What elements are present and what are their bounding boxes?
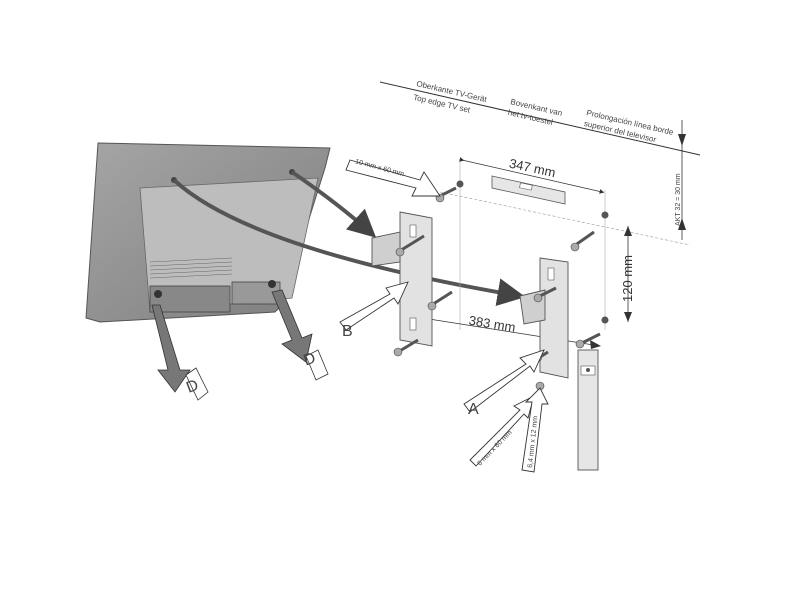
mount-hole-top-left: [456, 180, 464, 188]
callout-a: A: [463, 349, 545, 418]
width-bottom-label: 383 mm: [468, 313, 517, 335]
label-d-right: D: [301, 350, 318, 370]
tv-stand-mount-left: [154, 290, 162, 298]
screw-a-right: [575, 332, 601, 349]
screw-b-lower: [393, 338, 419, 357]
screw-b-mid: [395, 234, 425, 257]
mounting-plan: 347 mm 120 mm 383 mm: [406, 156, 635, 349]
height-right-label: 120 mm: [620, 255, 635, 302]
tv-back-panel: [139, 177, 319, 313]
width-top-dimension: [459, 157, 605, 194]
arrow-d-right: D: [271, 289, 329, 381]
arrow-hook-left-to-bracket-b: [290, 170, 377, 238]
spirit-level: [491, 175, 566, 205]
tv-vent-grille: [149, 257, 233, 279]
top-edge-projection-line: [439, 191, 691, 246]
bracket-b: [371, 186, 457, 357]
screw-a-mid: [533, 286, 557, 303]
callout-screw-bottom-b: 6,4 mm x 12 mm: [521, 387, 549, 473]
tv-set: [85, 142, 331, 323]
arrow-hook-right-to-bracket-a: [172, 178, 526, 307]
bracket-a: [519, 230, 601, 391]
top-edge-reference-line: [379, 81, 701, 156]
screw-a-top: [570, 230, 595, 252]
tv-stand-mount-right: [268, 280, 276, 288]
tv-connector-block: [149, 285, 231, 313]
mount-hole-bottom-right: [601, 316, 609, 324]
callout-screw-top: 10 mm x 60 mm: [345, 158, 441, 197]
vertical-offset-label: AKT 32 = 30 mm: [675, 173, 682, 226]
screw-b-bottom: [427, 290, 453, 311]
mounting-strip: [577, 349, 599, 471]
mount-hole-top-right: [601, 211, 609, 219]
arrow-d-left: D: [151, 304, 209, 401]
callout-b: B: [339, 281, 409, 340]
label-b: B: [342, 323, 353, 340]
label-a: A: [468, 401, 479, 418]
label-d-left: D: [184, 377, 201, 397]
